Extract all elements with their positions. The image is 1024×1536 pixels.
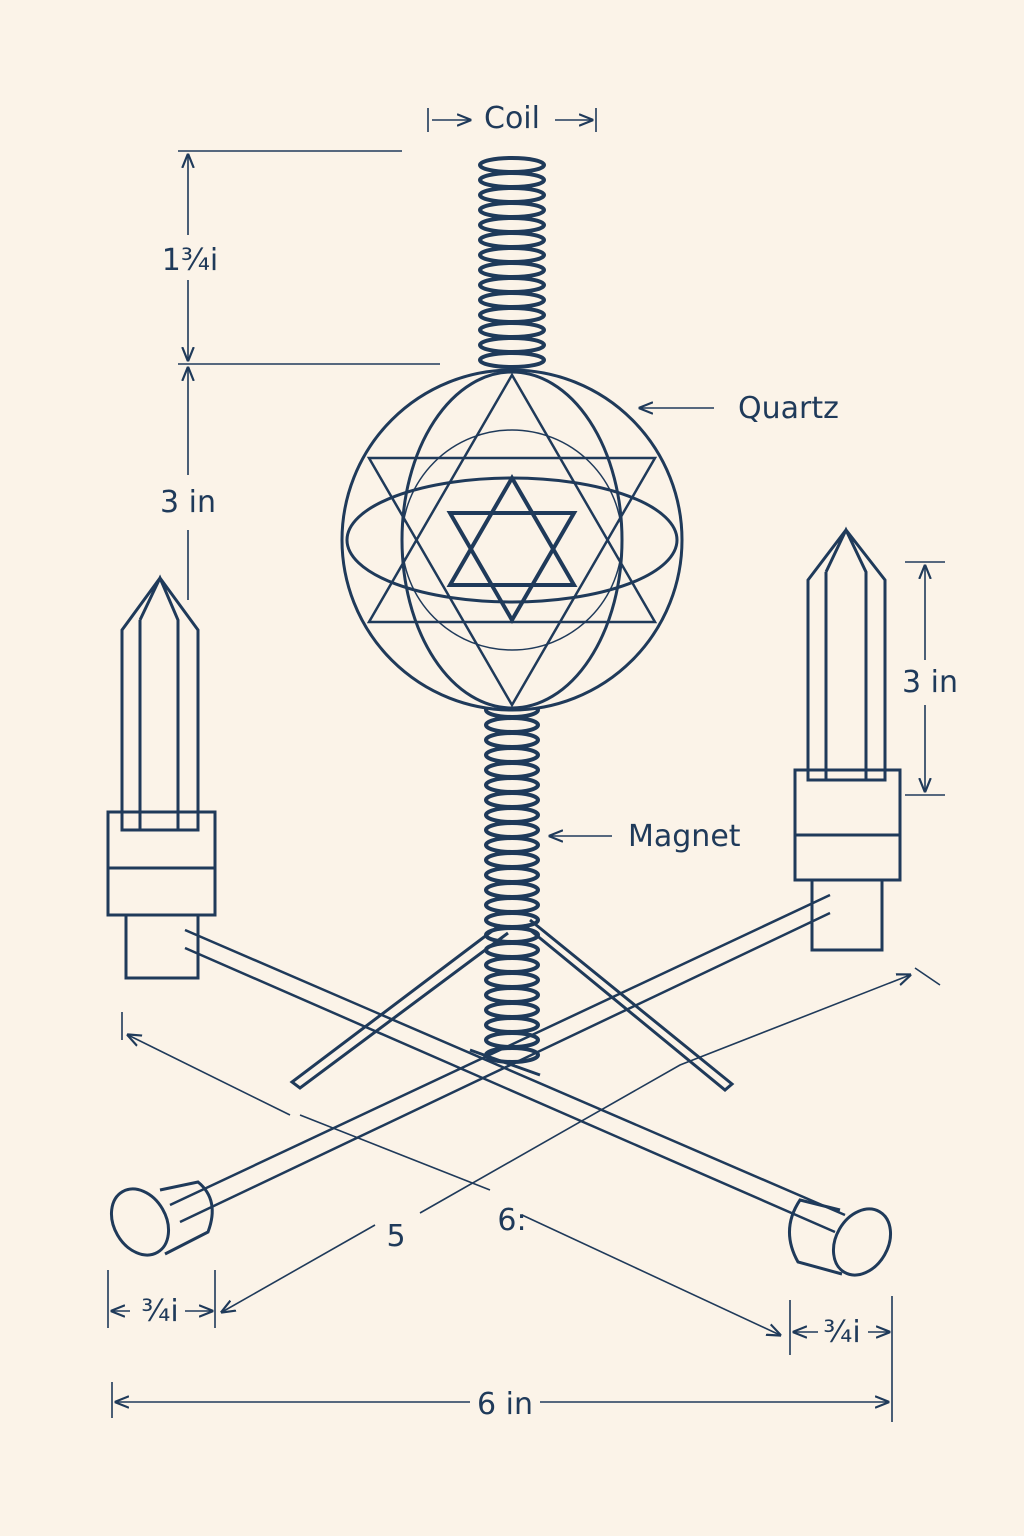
crystal-right	[793, 526, 902, 952]
coil-turn	[484, 926, 540, 944]
crystal-left	[106, 574, 217, 980]
coil-turn	[484, 1016, 540, 1034]
coil-label: Coil	[484, 101, 540, 136]
total-width-label: 6 in	[477, 1387, 533, 1422]
coil-height-label: 1¾i	[162, 243, 219, 278]
quartz-label: Quartz	[738, 391, 839, 426]
coil-turn	[484, 821, 540, 839]
coil-turn	[484, 731, 540, 749]
coil-turn	[478, 321, 546, 339]
coil-turn	[484, 746, 540, 764]
magnet-coil	[484, 686, 540, 1064]
coil-turn	[484, 1046, 540, 1064]
coil-turn	[484, 716, 540, 734]
coil-turn	[484, 806, 540, 824]
magnet-label: Magnet	[628, 819, 741, 854]
bar-length-right-label: 6:	[497, 1203, 526, 1238]
coil-turn	[478, 351, 546, 369]
coil-turn	[478, 231, 546, 249]
coil-turn	[484, 881, 540, 899]
coil-turn	[478, 216, 546, 234]
end-cap-left	[109, 1180, 214, 1257]
cap-left-width-label: ¾i	[141, 1294, 178, 1329]
coil-turn	[478, 201, 546, 219]
coil-turn	[478, 291, 546, 309]
coil-turn	[484, 836, 540, 854]
crystal-height-label: 3 in	[902, 665, 958, 700]
coil-turn	[484, 896, 540, 914]
coil-turn	[484, 941, 540, 959]
coil-turn	[478, 246, 546, 264]
coil-turn	[484, 866, 540, 884]
coil-turn	[484, 956, 540, 974]
coil-turn	[484, 1001, 540, 1019]
coil-turn	[478, 276, 546, 294]
coil-turn	[478, 261, 546, 279]
end-cap-right	[788, 1198, 893, 1277]
star-of-david-icon	[446, 474, 578, 624]
bar-length-left-label: 5	[386, 1219, 405, 1254]
coil-turn	[484, 851, 540, 869]
coil-turn	[484, 791, 540, 809]
dimension-lines	[107, 108, 945, 1422]
coil-turn	[478, 156, 546, 174]
sphere-height-label: 3 in	[160, 485, 216, 520]
coil-turn	[478, 336, 546, 354]
coil-turn	[484, 986, 540, 1004]
coil-turn	[484, 971, 540, 989]
coil-turn	[484, 776, 540, 794]
coil-turn	[478, 306, 546, 324]
cap-right-width-label: ¾i	[823, 1315, 860, 1350]
coil-turn	[478, 171, 546, 189]
quartz-sphere	[340, 368, 684, 712]
coil-turn	[484, 761, 540, 779]
coil-turn	[478, 186, 546, 204]
coil-top	[478, 156, 546, 369]
